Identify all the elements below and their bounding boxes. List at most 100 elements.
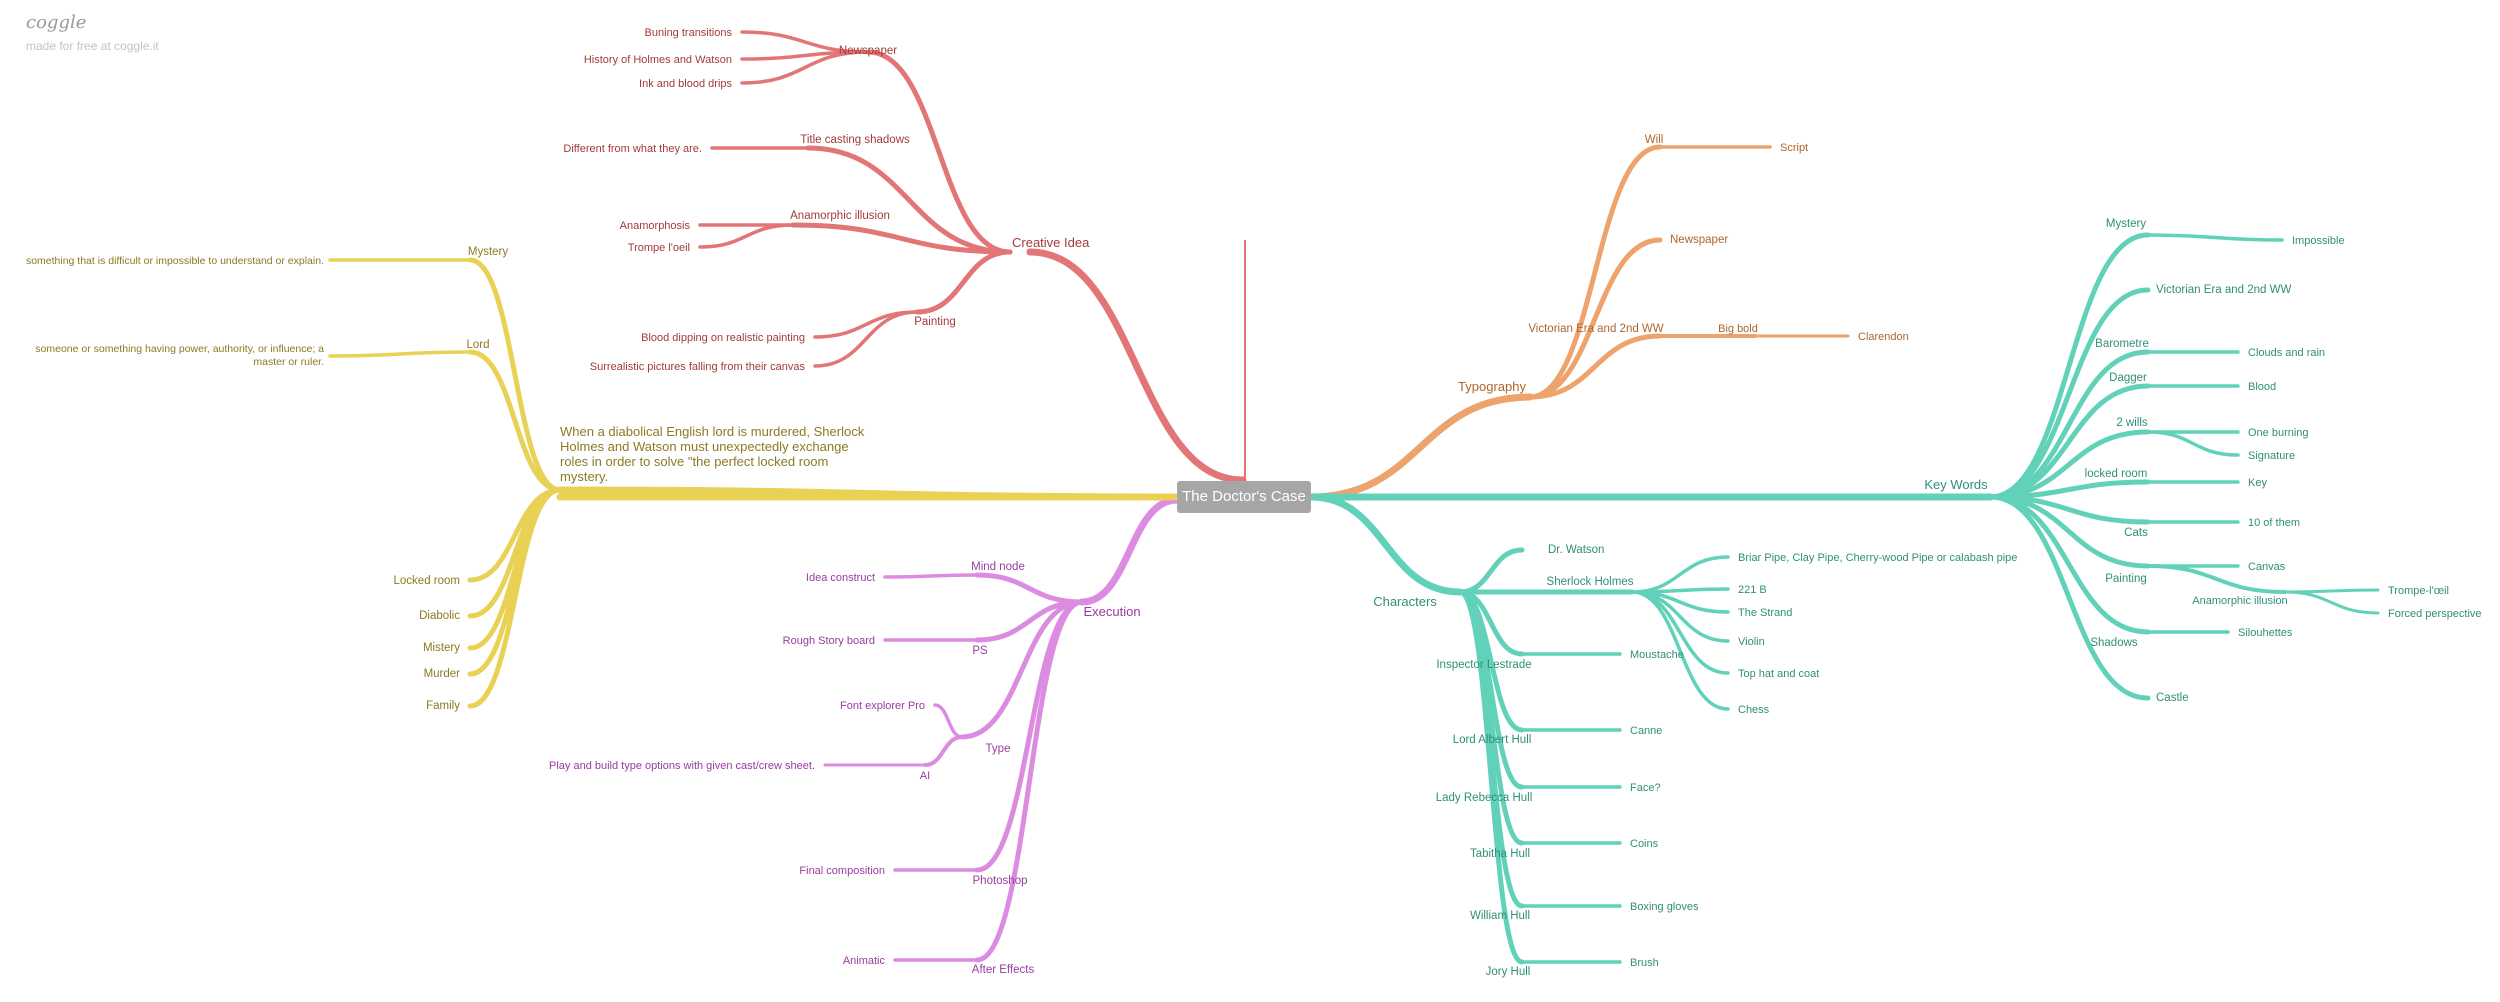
edge-characters [1307,493,1464,596]
leaf-boxing-gloves[interactable]: Boxing gloves [1630,901,1699,913]
node-big-bold[interactable]: Big bold [1718,323,1758,335]
node-dagger[interactable]: Dagger [2109,372,2147,384]
node-painting[interactable]: Painting [914,316,956,328]
coggle-credit: made for free at coggle.it [26,39,159,53]
node-newspaper[interactable]: Newspaper [1670,234,1728,246]
node-william-hull[interactable]: William Hull [1470,910,1530,922]
node-barometre[interactable]: Barometre [2095,338,2149,350]
leaf-moustache[interactable]: Moustache [1630,649,1684,661]
leaf-one-burning[interactable]: One burning [2248,427,2309,439]
logline-text[interactable]: When a diabolical English lord is murder… [560,424,865,484]
leaf-lord-definition[interactable]: someone or something having power, autho… [35,343,324,368]
leaf-key[interactable]: Key [2248,477,2267,489]
node-victorian-era-and-2nd-ww[interactable]: Victorian Era and 2nd WW [1528,323,1663,335]
node-type[interactable]: Type [986,743,1011,755]
node-dr-watson[interactable]: Dr. Watson [1548,544,1604,556]
branch-characters[interactable]: Characters [1373,594,1437,609]
node-title-casting-shadows[interactable]: Title casting shadows [800,134,910,146]
leaf-221-b[interactable]: 221 B [1738,584,1767,596]
leaf-rough-story-board[interactable]: Rough Story board [783,635,875,647]
node-sherlock-holmes[interactable]: Sherlock Holmes [1547,576,1634,588]
leaf-mystery-definition[interactable]: something that is difficult or impossibl… [26,255,324,267]
node-tabitha-hull[interactable]: Tabitha Hull [1470,848,1530,860]
edge-briar-pipe-clay-pipe-cherry-wood-pipe-or [1630,555,1730,594]
node-jory-hull[interactable]: Jory Hull [1486,966,1531,978]
leaf-animatic[interactable]: Animatic [843,955,886,967]
node-after-effects[interactable]: After Effects [972,964,1035,976]
node-photoshop[interactable]: Photoshop [973,875,1028,887]
edge-creative-idea [1026,248,1247,484]
node-mystery[interactable]: Mystery [468,246,509,258]
edge-castle [1987,494,2151,701]
leaf-top-hat-and-coat[interactable]: Top hat and coat [1738,668,1819,680]
node-victorian-era-and-2nd-ww[interactable]: Victorian Era and 2nd WW [2156,284,2291,296]
leaf-10-of-them[interactable]: 10 of them [2248,517,2300,529]
node-family[interactable]: Family [426,700,460,712]
leaf-clouds-and-rain[interactable]: Clouds and rain [2248,347,2325,359]
leaf-brush[interactable]: Brush [1630,957,1659,969]
node-mistery[interactable]: Mistery [423,642,460,654]
node-anamorphic-illusion[interactable]: Anamorphic illusion [790,210,890,222]
branch-typography[interactable]: Typography [1458,379,1526,394]
leaf-ink-and-blood-drips[interactable]: Ink and blood drips [639,78,732,90]
node-mystery[interactable]: Mystery [2106,218,2147,230]
node-will[interactable]: Will [1645,134,1664,146]
leaf-idea-construct[interactable]: Idea construct [806,572,875,584]
central-topic[interactable]: The Doctor's Case [1177,481,1311,513]
node-inspector-lestrade[interactable]: Inspector Lestrade [1436,659,1531,671]
leaf-violin[interactable]: Violin [1738,636,1765,648]
leaf-clarendon[interactable]: Clarendon [1858,331,1909,343]
edge-signature [2146,430,2240,457]
leaf-blood[interactable]: Blood [2248,381,2276,393]
node-ai[interactable]: AI [920,770,930,782]
leaf-silouhettes[interactable]: Silouhettes [2238,627,2293,639]
branch-creative-idea[interactable]: Creative Idea [1012,235,1090,250]
leaf-surrealistic-pictures-falling-from-their[interactable]: Surrealistic pictures falling from their… [590,361,806,373]
node-lord-albert-hull[interactable]: Lord Albert Hull [1453,734,1532,746]
branch-execution[interactable]: Execution [1083,604,1140,619]
leaf-blood-dipping-on-realistic-painting[interactable]: Blood dipping on realistic painting [641,332,805,344]
edge-anamorphic-illusion [790,222,1013,255]
leaf-briar-pipe-clay-pipe-cherry-wood-pipe-or[interactable]: Briar Pipe, Clay Pipe, Cherry-wood Pipe … [1738,552,2017,564]
leaf-face[interactable]: Face? [1630,782,1661,794]
leaf-anamorphosis[interactable]: Anamorphosis [620,220,691,232]
node-lord[interactable]: Lord [466,339,489,351]
node-cats[interactable]: Cats [2124,527,2148,539]
edge-will [1527,144,1663,400]
leaf-canne[interactable]: Canne [1630,725,1662,737]
leaf-trompe-l-il[interactable]: Trompe-l'œil [2388,585,2449,597]
edge-ink-and-blood-drips [740,50,870,85]
node-shadows[interactable]: Shadows [2090,637,2138,649]
leaf-buning-transitions[interactable]: Buning transitions [645,27,733,39]
leaf-signature[interactable]: Signature [2248,450,2295,462]
node-diabolic[interactable]: Diabolic [419,610,460,622]
node-locked-room[interactable]: Locked room [394,575,460,587]
leaf-different-from-what-they-are[interactable]: Different from what they are. [563,143,702,155]
node-2-wills[interactable]: 2 wills [2116,417,2148,429]
node-locked-room[interactable]: locked room [2085,468,2148,480]
node-ps[interactable]: PS [972,645,988,657]
leaf-script[interactable]: Script [1780,142,1808,154]
leaf-chess[interactable]: Chess [1738,704,1770,716]
node-painting[interactable]: Painting [2105,573,2147,585]
node-castle[interactable]: Castle [2156,692,2189,704]
leaf-the-strand[interactable]: The Strand [1738,607,1792,619]
node-newspaper[interactable]: Newspaper [839,45,897,57]
edge-jory-hull [1457,589,1525,965]
leaf-canvas[interactable]: Canvas [2248,561,2286,573]
leaf-final-composition[interactable]: Final composition [799,865,885,877]
leaf-history-of-holmes-and-watson[interactable]: History of Holmes and Watson [584,54,732,66]
node-mind-node[interactable]: Mind node [971,561,1025,573]
node-lady-rebecca-hull[interactable]: Lady Rebecca Hull [1436,792,1533,804]
node-murder[interactable]: Murder [424,668,461,680]
leaf-play-and-build-type-options-with-given-c[interactable]: Play and build type options with given c… [549,760,815,772]
leaf-forced-perspective[interactable]: Forced perspective [2388,608,2482,620]
leaf-trompe-l-oeil[interactable]: Trompe l'oeil [628,242,690,254]
branch-key-words[interactable]: Key Words [1924,477,1988,492]
edge-font-explorer-pro [933,703,964,739]
leaf-font-explorer-pro[interactable]: Font explorer Pro [840,700,925,712]
leaf-impossible[interactable]: Impossible [2292,235,2345,247]
node-anamorphic-illusion[interactable]: Anamorphic illusion [2192,595,2287,607]
leaf-coins[interactable]: Coins [1630,838,1659,850]
